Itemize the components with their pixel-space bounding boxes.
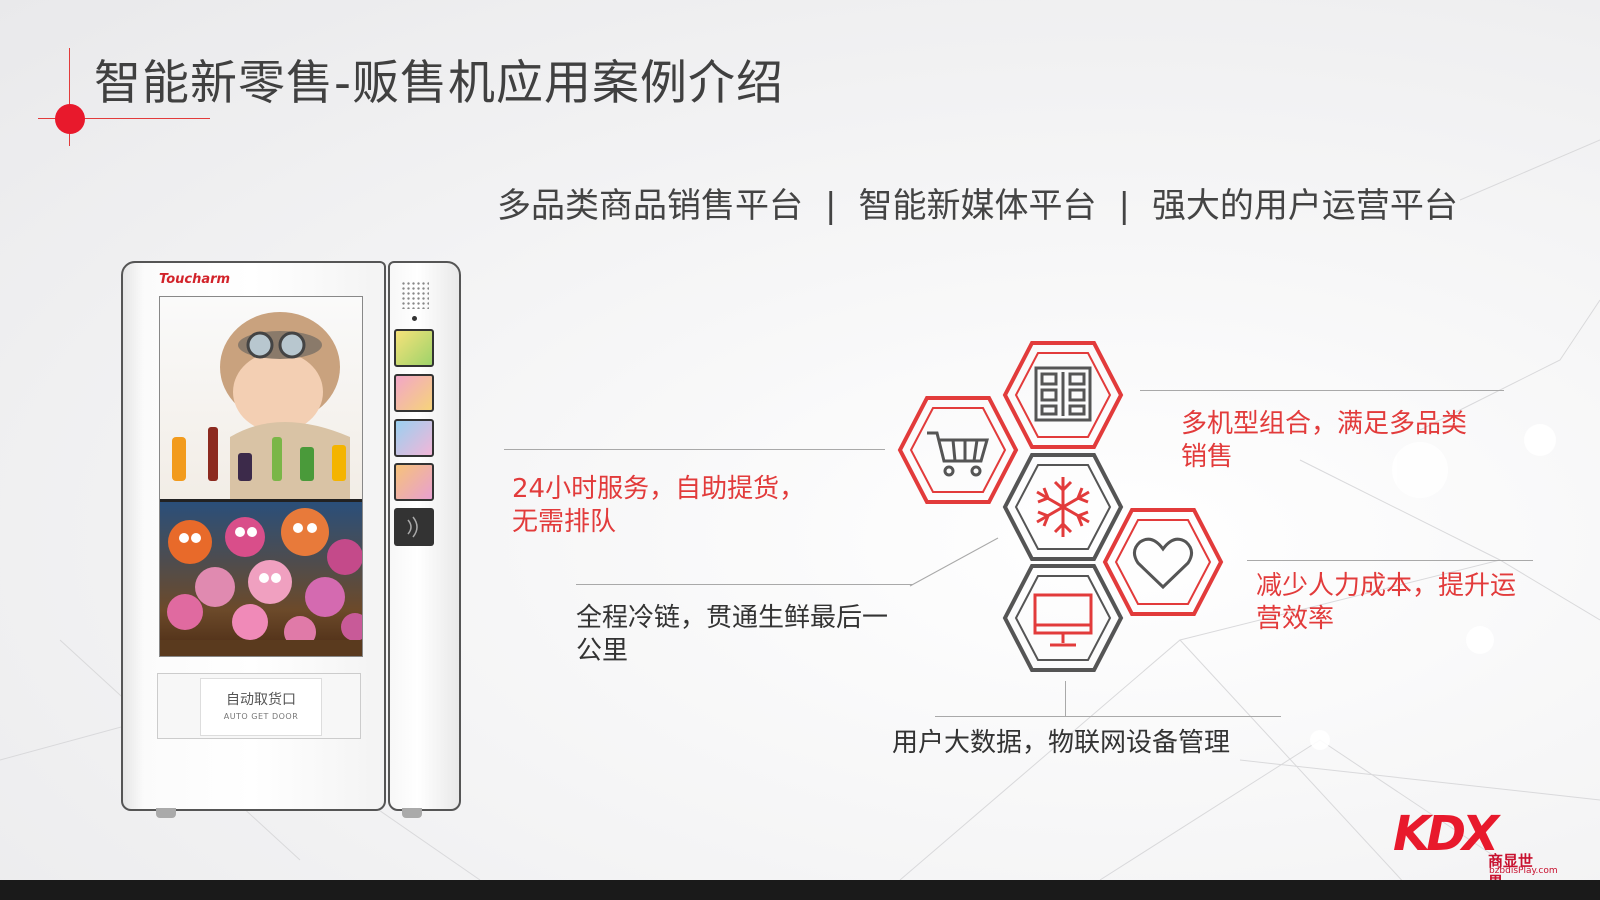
feature-cold-chain: 全程冷链，贯通生鲜最后一 公里 [576,602,888,668]
vending-machine-screen [159,296,363,657]
side-product-card [394,374,434,412]
hex-monitor [1002,564,1124,672]
hex-snowflake [1002,453,1124,561]
logo-mark: KDX [1393,806,1499,862]
shopping-cart-icon [927,431,989,477]
connector-line-cost [1247,560,1533,561]
feature-data-line1: 用户大数据，物联网设备管理 [892,728,1231,758]
snowflake-icon [1036,477,1090,537]
feature-cold-chain-line1: 全程冷链，贯通生鲜最后一 [576,603,889,633]
monitor-icon [1033,593,1093,647]
connector-diagonal [909,537,999,587]
page-title: 智能新零售-贩售机应用案例介绍 [94,56,784,111]
feature-combo-line2: 销售 [1181,442,1234,472]
feature-combo-line1: 多机型组合，满足多品类 [1181,409,1468,439]
vending-machine-body: Toucharm [121,261,386,811]
connector-vertical-data [1065,681,1066,716]
feature-cold-chain-line2: 公里 [576,636,629,666]
title-decoration-dot [55,104,85,134]
door-label-cn: 自动取货口 [226,692,296,708]
connector-line-service [504,449,885,450]
hex-shelf [1002,341,1124,449]
feature-service-line1: 24小时服务，自助提货， [512,474,806,504]
side-product-card [394,329,434,367]
tagline-item-3: 强大的用户运营平台 [1151,186,1458,226]
feature-data: 用户大数据，物联网设备管理 [892,727,1230,760]
title-decoration-horizontal-line [38,118,210,119]
title-decoration-vertical-line [69,48,70,146]
connector-line-combo [1140,390,1504,391]
tagline-separator: | [825,186,837,226]
feature-combo: 多机型组合，满足多品类 销售 [1181,408,1467,474]
tagline: 多品类商品销售平台 | 智能新媒体平台 | 强大的用户运营平台 [497,178,1458,227]
vending-machine-brand: Toucharm [159,272,231,287]
camera-icon [412,316,417,321]
vending-machine-side-panel [388,261,461,811]
door-label-en: AUTO GET DOOR [223,712,299,721]
door-label-panel: 自动取货口 AUTO GET DOOR [200,678,322,736]
speaker-grille-icon [401,281,429,309]
product-shelf-icon [1034,366,1092,422]
side-product-card [394,463,434,501]
kdx-logo: KDX 商显世界 bzbdisPlay.com [1393,806,1558,891]
feature-cost-line1: 减少人力成本，提升运 [1256,571,1517,601]
feature-service-line2: 无需排队 [512,507,617,537]
logo-url: bzbdisPlay.com [1489,866,1558,876]
hex-heart [1102,508,1224,616]
screen-ad-image-top [160,297,362,499]
feature-cost: 减少人力成本，提升运 营效率 [1256,570,1516,636]
tagline-item-1: 多品类商品销售平台 [497,186,803,226]
bottom-bar [0,880,1600,900]
tagline-item-2: 智能新媒体平台 [858,186,1097,226]
connector-line-cold-chain [576,584,913,585]
side-product-card [394,419,434,457]
feature-service: 24小时服务，自助提货， 无需排队 [512,473,805,539]
machine-foot [402,808,422,818]
screen-ad-image-bottom [160,502,362,656]
connector-line-data [935,716,1281,717]
machine-foot [156,808,176,818]
feature-cost-line2: 营效率 [1256,604,1335,634]
heart-icon [1133,537,1193,590]
vending-machine-image: Toucharm [121,261,464,818]
tagline-separator: | [1118,186,1130,226]
nfc-reader-icon [394,508,434,546]
auto-get-door: 自动取货口 AUTO GET DOOR [157,673,361,739]
hex-cart [897,396,1019,504]
